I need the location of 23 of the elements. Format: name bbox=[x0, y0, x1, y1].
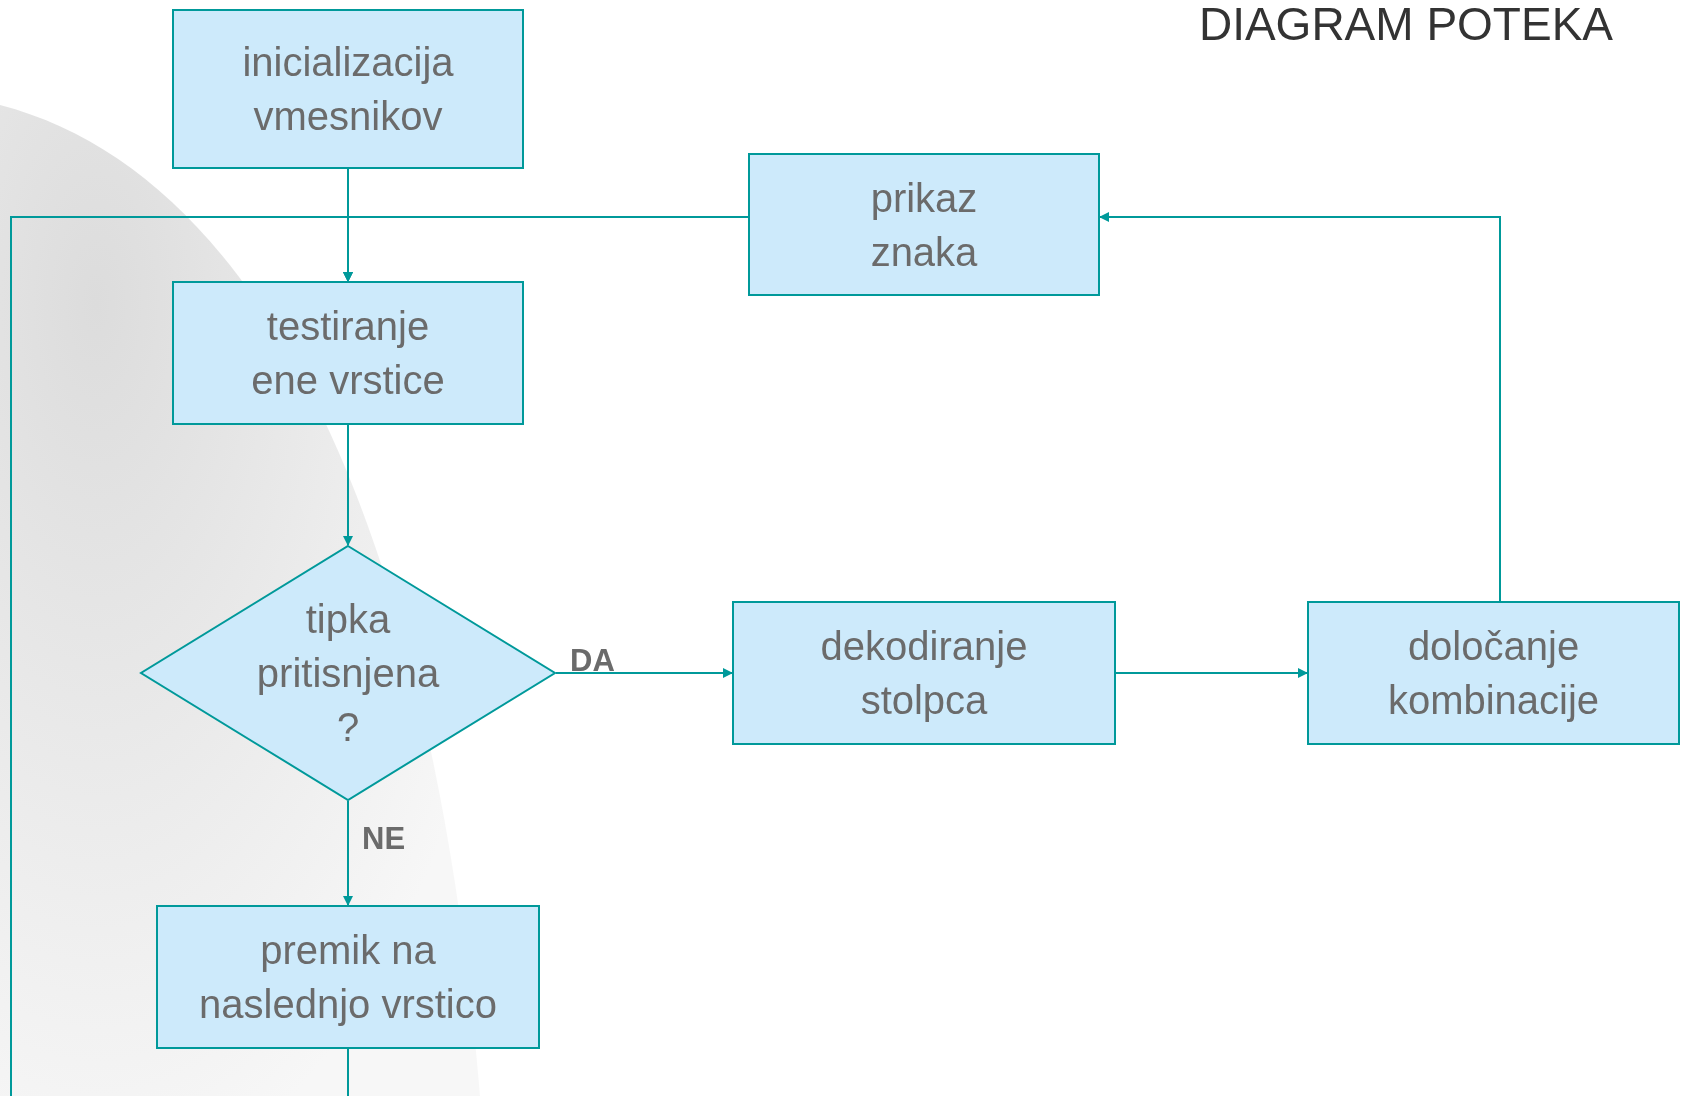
process-box bbox=[748, 153, 1100, 296]
decision-diamond bbox=[140, 545, 556, 801]
arrow bbox=[1099, 212, 1501, 602]
arrow bbox=[10, 216, 353, 1096]
edge-label: DA bbox=[569, 644, 616, 679]
arrow bbox=[1115, 668, 1308, 678]
edge-label: NE bbox=[361, 822, 407, 857]
title: DIAGRAM POTEKA bbox=[1198, 0, 1613, 49]
node-label: prikaz znaka bbox=[869, 174, 979, 276]
node-label: testiranje ene vrstice bbox=[250, 303, 446, 404]
arrow bbox=[343, 424, 353, 546]
process-box bbox=[156, 905, 540, 1049]
node-label: tipka pritisnjena ? bbox=[255, 596, 441, 751]
node-label: inicializacija vmesnikov bbox=[241, 39, 455, 140]
process-box bbox=[1307, 601, 1680, 745]
arrow bbox=[343, 800, 353, 906]
node-label: dekodiranje stolpca bbox=[819, 623, 1029, 724]
process-box bbox=[172, 9, 524, 169]
node-label: premik na naslednjo vrstico bbox=[198, 927, 498, 1028]
process-box bbox=[172, 281, 524, 425]
process-box bbox=[732, 601, 1116, 745]
node-label: določanje kombinacije bbox=[1386, 623, 1601, 724]
arrow bbox=[555, 668, 733, 678]
